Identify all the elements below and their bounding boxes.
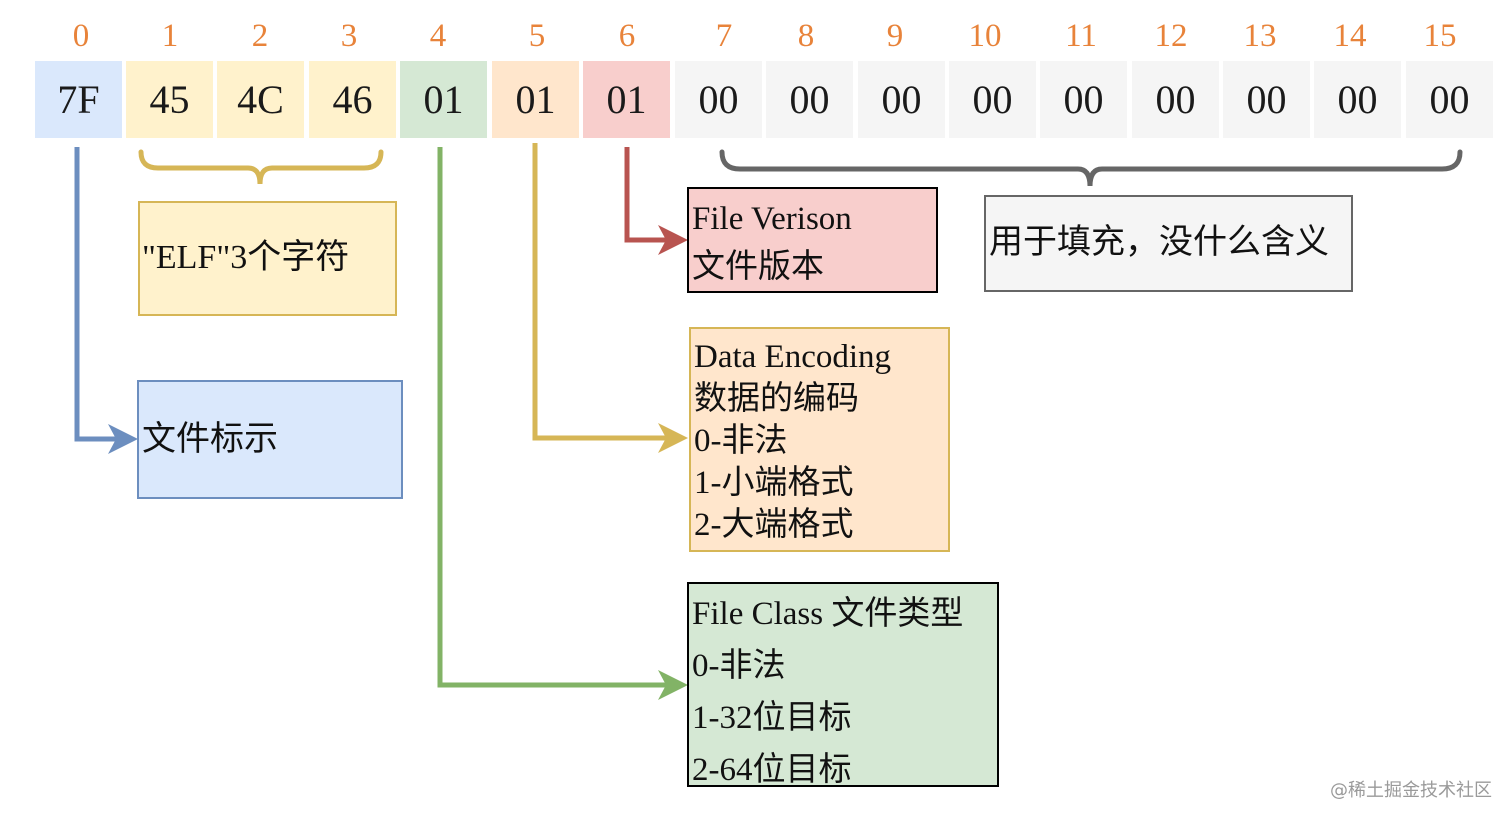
byte-cell-11: 00 [1040, 61, 1127, 138]
byte-cell-4: 01 [400, 61, 487, 138]
brace-elf-chars [138, 149, 384, 185]
file-class-option-1: 1-32位目标 [692, 700, 852, 736]
file-id-label: 文件标示 [142, 421, 278, 458]
padding-box: 用于填充，没什么含义 [984, 195, 1353, 292]
byte-index-4: 4 [429, 18, 447, 54]
byte-index-12: 12 [1154, 18, 1188, 54]
arrow-class-to-file-class [437, 147, 668, 688]
byte-cell-7: 00 [675, 61, 762, 138]
file-id-box: 文件标示 [137, 380, 403, 499]
byte-cell-0: 7F [35, 61, 122, 138]
byte-index-11: 11 [1065, 18, 1097, 54]
byte-index-1: 1 [161, 18, 179, 54]
byte-index-8: 8 [797, 18, 815, 54]
byte-cell-2: 4C [217, 61, 304, 138]
byte-cell-5: 01 [492, 61, 579, 138]
byte-cell-15: 00 [1406, 61, 1493, 138]
byte-index-9: 9 [886, 18, 904, 54]
file-version-box: File Verison 文件版本 [687, 187, 938, 293]
file-version-title: File Verison [692, 201, 852, 237]
arrowhead-file-id [108, 424, 138, 454]
arrowhead-file-version [658, 225, 688, 255]
arrow-magic-to-file-id [74, 147, 118, 442]
data-encoding-option-0: 0-非法 [694, 423, 788, 459]
brace-padding [719, 149, 1463, 187]
byte-cell-8: 00 [766, 61, 853, 138]
byte-index-6: 6 [618, 18, 636, 54]
data-encoding-option-1: 1-小端格式 [694, 465, 854, 501]
byte-index-3: 3 [340, 18, 358, 54]
byte-cell-6: 01 [583, 61, 670, 138]
arrow-version-to-file-version [624, 147, 668, 243]
data-encoding-title: Data Encoding [694, 339, 892, 375]
byte-cell-3: 46 [309, 61, 396, 138]
byte-index-10: 10 [968, 18, 1002, 54]
byte-cell-10: 00 [949, 61, 1036, 138]
file-class-box: File Class 文件类型 0-非法 1-32位目标 2-64位目标 [687, 582, 999, 788]
file-class-option-0: 0-非法 [692, 648, 786, 684]
data-encoding-box: Data Encoding 数据的编码 0-非法 1-小端格式 2-大端格式 [689, 327, 950, 552]
elf-chars-box: "ELF"3个字符 [138, 201, 397, 316]
byte-cell-14: 00 [1314, 61, 1401, 138]
byte-cell-9: 00 [858, 61, 945, 138]
byte-index-13: 13 [1243, 18, 1277, 54]
elf-chars-label: "ELF"3个字符 [142, 239, 350, 276]
file-version-subtitle: 文件版本 [692, 249, 824, 285]
watermark: @稀土掘金技术社区 [1330, 780, 1492, 801]
arrowhead-file-class [658, 670, 688, 700]
byte-index-14: 14 [1333, 18, 1367, 54]
data-encoding-subtitle: 数据的编码 [694, 381, 859, 417]
padding-label: 用于填充，没什么含义 [989, 224, 1329, 261]
arrowhead-data-encoding [658, 423, 688, 453]
byte-index-15: 15 [1423, 18, 1457, 54]
arrow-encoding-to-data-encoding [532, 143, 668, 441]
file-class-title: File Class 文件类型 [692, 596, 964, 632]
byte-cell-12: 00 [1132, 61, 1219, 138]
file-class-option-2: 2-64位目标 [692, 752, 852, 788]
byte-index-5: 5 [528, 18, 546, 54]
byte-cell-1: 45 [126, 61, 213, 138]
byte-index-0: 0 [72, 18, 90, 54]
byte-index-2: 2 [251, 18, 269, 54]
byte-index-7: 7 [715, 18, 733, 54]
byte-cell-13: 00 [1223, 61, 1310, 138]
data-encoding-option-2: 2-大端格式 [694, 507, 854, 543]
